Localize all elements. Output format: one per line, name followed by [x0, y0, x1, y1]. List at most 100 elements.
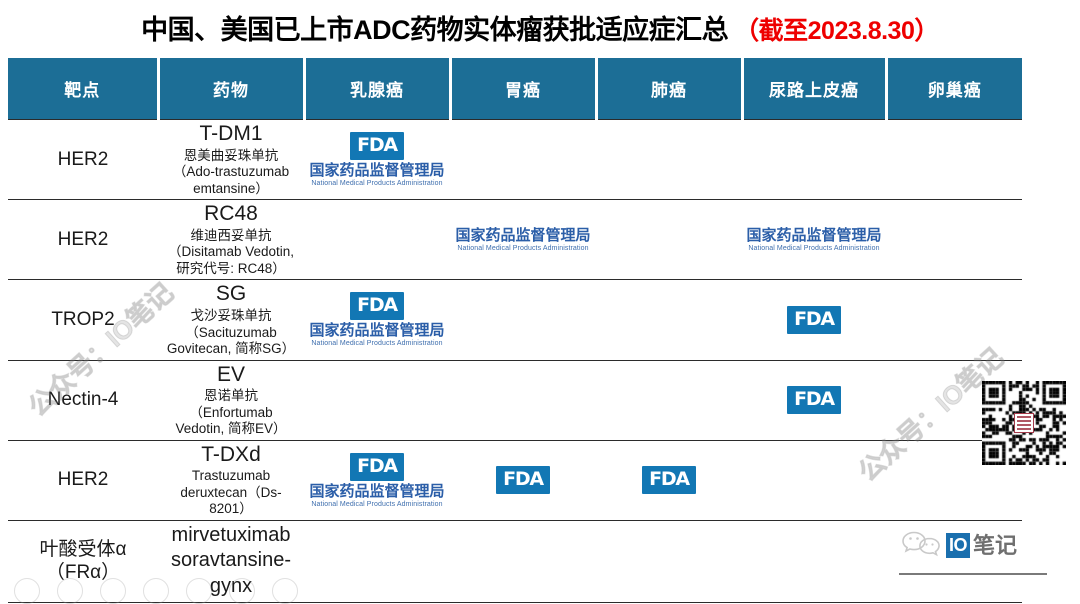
table-header-row: 靶点药物乳腺癌胃癌肺癌尿路上皮癌卵巢癌 — [8, 58, 1022, 120]
approval-marks — [600, 400, 738, 401]
brand-io-label: IO — [946, 533, 971, 558]
page-title-date: （截至2023.8.30） — [734, 17, 939, 45]
nmpa-logo-cn: 国家药品监督管理局 — [309, 482, 445, 500]
drug-name-line: （Ado-trastuzumab — [172, 164, 290, 180]
drug-name-line: 戈沙妥珠单抗 — [190, 308, 272, 324]
circle-icon — [143, 578, 169, 604]
brand-cn-label: 笔记 — [973, 532, 1018, 558]
cell-gastric-cancer — [450, 279, 596, 361]
target-label: HER2 — [57, 469, 109, 491]
cell-gastric-cancer: FDA — [450, 439, 596, 521]
drug-abbreviation: RC48 — [204, 202, 258, 226]
cell-lung-cancer — [596, 118, 742, 200]
fda-logo: FDA — [350, 292, 404, 321]
approval-marks — [746, 561, 882, 562]
cell-gastric-cancer — [450, 118, 596, 200]
cell-target: HER2 — [8, 118, 158, 200]
drug-name-line: 研究代号: RC48） — [176, 260, 286, 276]
cell-target: TROP2 — [8, 279, 158, 361]
drug-name-line: （Disitamab Vedotin, — [167, 244, 295, 260]
nmpa-logo-cn: 国家药品监督管理局 — [746, 226, 882, 244]
nmpa-logo-cn: 国家药品监督管理局 — [455, 226, 591, 244]
circle-icon — [57, 578, 83, 604]
cell-target: 叶酸受体α（FRα） — [8, 519, 158, 603]
fda-logo: FDA — [642, 466, 696, 495]
approval-marks — [746, 480, 882, 481]
drug-name-line: Trastuzumab — [191, 468, 271, 484]
brand-badge: IO 笔记 — [900, 528, 1017, 563]
column-header-target[interactable]: 靶点 — [8, 58, 160, 120]
drug-name-line: soravtansine- — [170, 549, 292, 572]
column-header-ovarian-cancer[interactable]: 卵巢癌 — [886, 58, 1022, 120]
fda-logo: FDA — [496, 466, 550, 495]
nmpa-logo-en: National Medical Products Administration — [311, 340, 443, 348]
cell-gastric-cancer — [450, 519, 596, 603]
fda-logo: FDA — [350, 132, 404, 161]
approval-marks — [600, 239, 738, 240]
approval-marks — [600, 561, 738, 562]
column-header-urothelial-carcinoma[interactable]: 尿路上皮癌 — [742, 58, 888, 120]
nmpa-logo-en: National Medical Products Administration — [311, 500, 443, 508]
approval-marks — [600, 159, 738, 160]
circle-icon — [229, 578, 255, 604]
cell-ovarian-cancer — [886, 199, 1022, 280]
cell-urothelial-carcinoma — [742, 118, 886, 200]
approval-marks: FDA — [600, 466, 738, 495]
circle-icon — [14, 578, 40, 604]
fda-logo: FDA — [350, 452, 404, 481]
nmpa-logo-cn: 国家药品监督管理局 — [309, 162, 445, 180]
circle-icon — [186, 578, 212, 604]
cell-lung-cancer — [596, 359, 742, 441]
column-header-lung-cancer[interactable]: 肺癌 — [596, 58, 744, 120]
wechat-icon — [900, 528, 944, 563]
column-header-gastric-cancer[interactable]: 胃癌 — [450, 58, 598, 120]
approval-marks — [600, 319, 738, 320]
cell-breast-cancer — [304, 359, 450, 441]
cell-lung-cancer: FDA — [596, 439, 742, 521]
drug-name-line: mirvetuximab — [171, 523, 291, 546]
cell-lung-cancer — [596, 279, 742, 361]
target-label: Nectin-4 — [47, 389, 119, 411]
column-header-drug[interactable]: 药物 — [158, 58, 306, 120]
drug-name-line: 8201） — [209, 501, 253, 517]
circle-icon — [272, 578, 298, 604]
qr-seal-icon — [1014, 413, 1034, 433]
cell-urothelial-carcinoma: FDA — [742, 359, 886, 441]
approval-marks — [308, 561, 446, 562]
cell-urothelial-carcinoma — [742, 439, 886, 521]
drug-name-line: 恩美曲妥珠单抗 — [183, 147, 279, 163]
cell-target: HER2 — [8, 199, 158, 280]
drug-name-line: 维迪西妥单抗 — [190, 227, 272, 243]
approval-marks: FDA — [746, 305, 882, 334]
approval-marks — [454, 319, 592, 320]
column-header-breast-cancer[interactable]: 乳腺癌 — [304, 58, 452, 120]
bottom-icon-strip — [14, 578, 298, 604]
nmpa-logo-en: National Medical Products Administration — [748, 244, 880, 252]
approval-marks — [890, 319, 1018, 320]
approval-marks — [454, 561, 592, 562]
cell-gastric-cancer — [450, 359, 596, 441]
